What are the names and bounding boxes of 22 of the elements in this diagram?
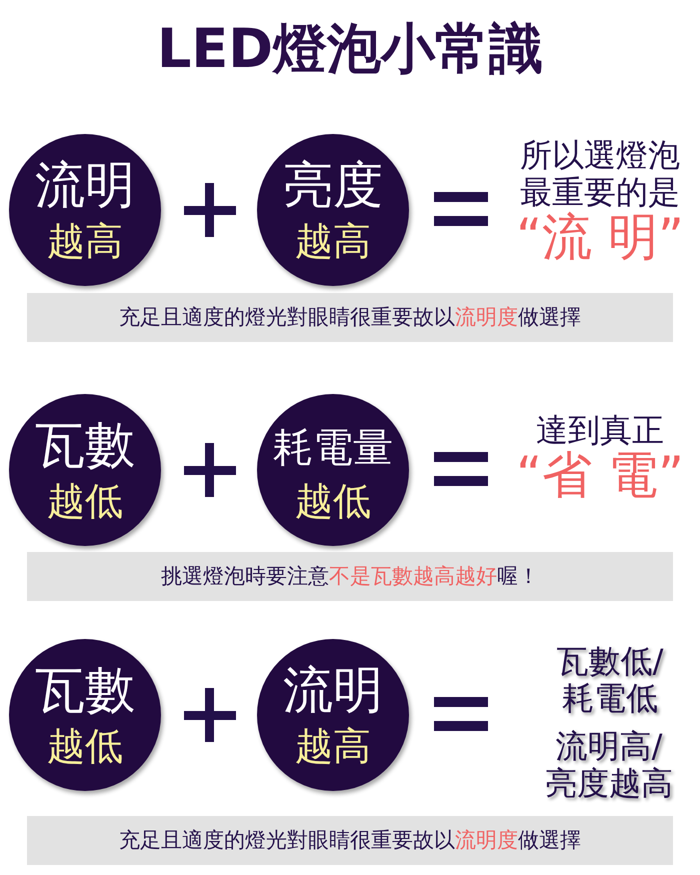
circle-subtext: 越高 bbox=[294, 727, 372, 765]
circle-subtext: 越高 bbox=[46, 222, 124, 260]
title: LED燈泡小常識 bbox=[156, 22, 544, 76]
result-text: 流明高/亮度越高 bbox=[544, 728, 674, 802]
circle-subtext: 越低 bbox=[294, 482, 372, 520]
note-banner: 充足且適度的燈光對眼睛很重要故以流明度做選擇 bbox=[27, 293, 673, 342]
result-text: 所以選燈泡最重要的是 bbox=[519, 137, 681, 211]
highlight-text: “省 電” bbox=[515, 450, 685, 500]
note-banner: 挑選燈泡時要注意不是瓦數越高越好喔！ bbox=[27, 552, 673, 601]
circle-heading: 耗電量 bbox=[272, 428, 394, 468]
result-text: 瓦數低/耗電低 bbox=[556, 643, 664, 717]
highlight-text: “流 明” bbox=[515, 212, 685, 262]
circle-subtext: 越低 bbox=[46, 727, 124, 765]
circle-heading: 瓦數 bbox=[34, 420, 136, 470]
result-text: 達到真正 bbox=[535, 412, 665, 449]
circle-heading: 流明 bbox=[34, 160, 136, 210]
circle-subtext: 越高 bbox=[294, 222, 372, 260]
circle-subtext: 越低 bbox=[46, 482, 124, 520]
circle-heading: 亮度 bbox=[282, 160, 384, 210]
circle-heading: 瓦數 bbox=[34, 665, 136, 715]
note-banner: 充足且適度的燈光對眼睛很重要故以流明度做選擇 bbox=[27, 816, 673, 865]
circle-heading: 流明 bbox=[282, 665, 384, 715]
